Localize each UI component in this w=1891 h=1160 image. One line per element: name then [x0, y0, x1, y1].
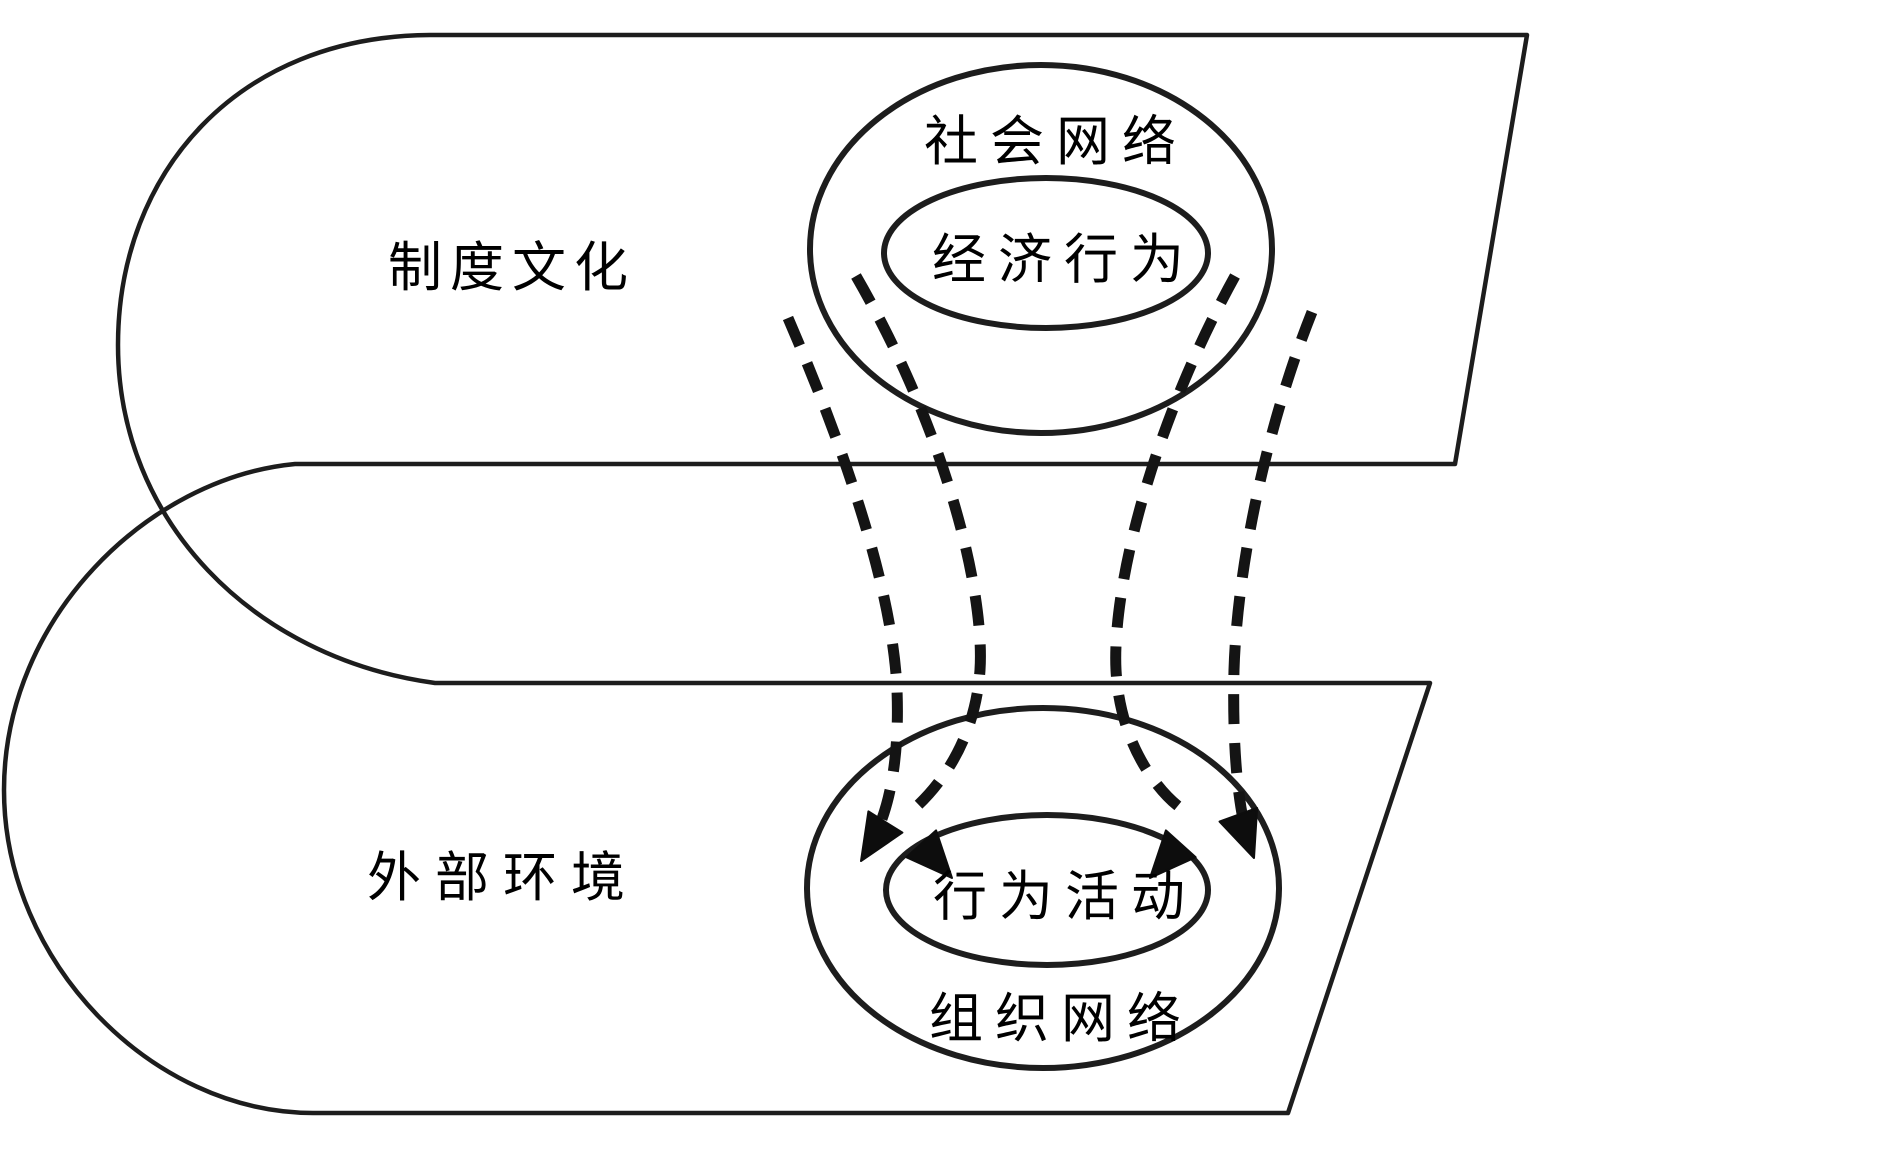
label-institutional-culture: 制度文化	[388, 238, 636, 298]
organization-network-ellipse	[804, 705, 1282, 1071]
dashed-arrow-inner-left	[851, 273, 986, 813]
behavior-activity-ellipse	[883, 812, 1211, 968]
arrowhead-outer-left	[860, 810, 904, 862]
social-network-ellipse	[807, 62, 1275, 436]
label-economic-behavior: 经济行为	[932, 230, 1196, 290]
economic-behavior-ellipse	[881, 175, 1211, 331]
folded-ribbon-outline	[1, 32, 1530, 1116]
arrowhead-outer-right	[1218, 807, 1259, 859]
dashed-arrow-outer-right	[1228, 309, 1318, 845]
label-social-network: 社会网络	[924, 112, 1188, 172]
arrowhead-inner-right	[1149, 829, 1197, 879]
dashed-arrow-outer-left	[782, 315, 903, 851]
dashed-arrow-inner-right	[1110, 273, 1240, 811]
label-organization-network: 组织网络	[929, 989, 1193, 1049]
label-behavior-activity: 行为活动	[933, 867, 1197, 927]
arrowhead-inner-left	[905, 829, 953, 879]
label-external-environment: 外部环境	[367, 848, 639, 908]
